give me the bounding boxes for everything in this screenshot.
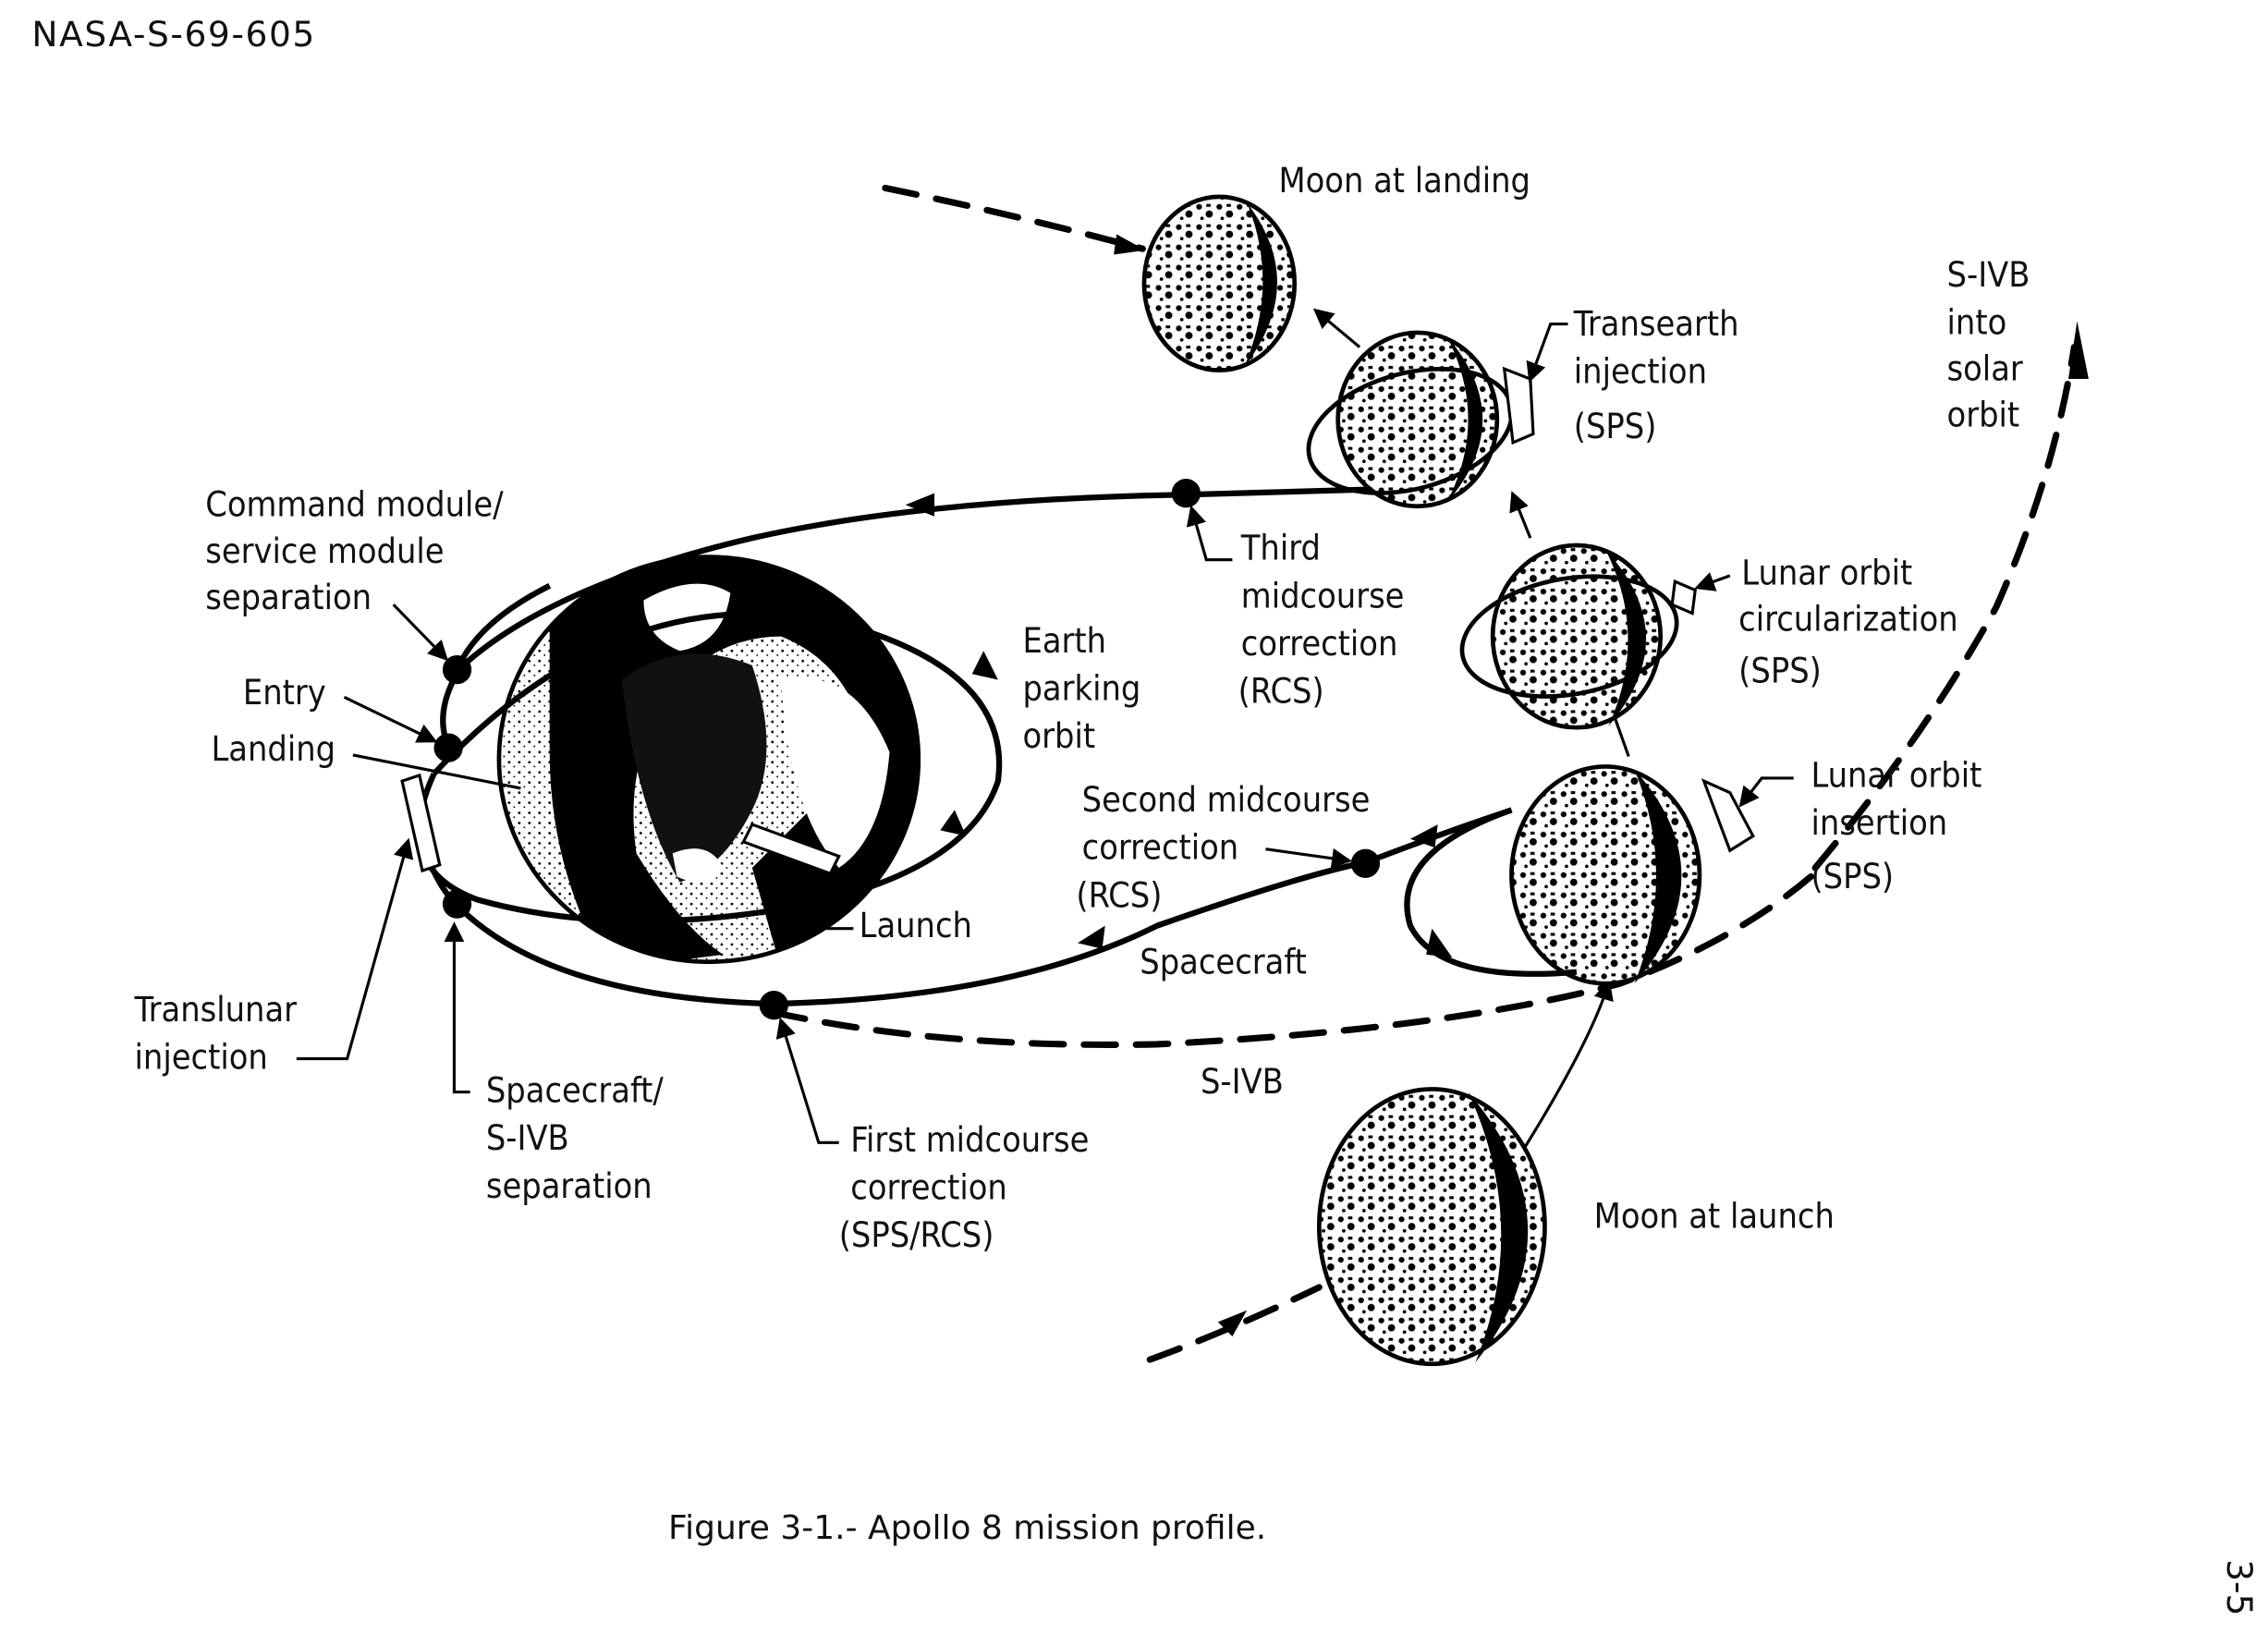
- leader-translunar-injection: [296, 837, 414, 1061]
- moon-track-path: [1517, 980, 1614, 1158]
- document-id: NASA-S-69-605: [31, 14, 315, 55]
- label-spacecraft-sivb-separation: Spacecraft/ S-IVB separation: [486, 1070, 665, 1206]
- label-sivb-path: S-IVB: [1201, 1061, 1284, 1102]
- svg-text:service module: service module: [205, 530, 444, 571]
- svg-text:correction: correction: [1241, 623, 1398, 664]
- svg-text:Transearth: Transearth: [1573, 303, 1739, 344]
- svg-text:midcourse: midcourse: [1241, 575, 1405, 616]
- spacecraft-direction-arrow-icon: [1409, 824, 1438, 848]
- return-direction-arrow-icon: [905, 493, 935, 517]
- moon-path-arrow-icon: [1217, 1310, 1248, 1337]
- label-moon-at-landing: Moon at landing: [1279, 160, 1530, 201]
- svg-text:First midcourse: First midcourse: [850, 1119, 1089, 1160]
- leader-lunar-orbit-circularization: [1694, 572, 1731, 591]
- sivb-solar-orbit-path: [1811, 344, 2078, 872]
- parking-orbit-arrow-icon: [971, 651, 998, 680]
- svg-text:(SPS): (SPS): [1811, 856, 1894, 896]
- svg-text:(SPS): (SPS): [1738, 651, 1822, 691]
- page-number: 3-5: [2219, 1559, 2260, 1616]
- svg-text:separation: separation: [205, 577, 372, 617]
- svg-text:orbit: orbit: [1022, 715, 1095, 756]
- svg-text:(SPS/RCS): (SPS/RCS): [839, 1214, 994, 1255]
- label-lunar-orbit-circularization: Lunar orbit circularization (SPS): [1738, 552, 1957, 690]
- label-sivb-solar-orbit: S-IVB into solar orbit: [1947, 254, 2030, 435]
- leader-entry: [343, 695, 438, 743]
- svg-text:(RCS): (RCS): [1238, 671, 1324, 712]
- label-moon-at-launch: Moon at launch: [1594, 1196, 1835, 1237]
- earth-parking-orbit-path: [416, 610, 1003, 924]
- leader-first-midcourse: [775, 1017, 839, 1144]
- leader-lunar-orbit-insertion: [1738, 776, 1794, 808]
- third-midcourse-point: [1171, 479, 1201, 508]
- svg-text:Command module/: Command module/: [205, 484, 504, 525]
- svg-text:injection: injection: [1574, 351, 1707, 392]
- svg-text:orbit: orbit: [1947, 395, 2020, 435]
- svg-text:injection: injection: [135, 1037, 268, 1078]
- label-first-midcourse: First midcourse correction (SPS/RCS): [839, 1119, 1090, 1255]
- svg-text:solar: solar: [1947, 348, 2023, 389]
- moon-transearth-injection: [1306, 330, 1535, 509]
- second-midcourse-point: [1350, 848, 1381, 878]
- spacecraft-direction-arrow-icon: [1077, 925, 1105, 949]
- first-midcourse-point: [759, 991, 788, 1020]
- moon-track-path: [1613, 715, 1630, 758]
- leader-cm-sm-separation: [392, 604, 449, 662]
- svg-text:(SPS): (SPS): [1574, 406, 1657, 446]
- svg-text:Spacecraft/: Spacecraft/: [486, 1070, 665, 1111]
- svg-text:correction: correction: [850, 1166, 1007, 1207]
- label-transearth-injection: Transearth injection (SPS): [1573, 303, 1739, 446]
- label-lunar-orbit-insertion: Lunar orbit insertion (SPS): [1811, 754, 1981, 896]
- moon-path-arrow-icon: [1114, 234, 1146, 255]
- entry-point: [433, 733, 463, 762]
- label-translunar-injection: Translunar injection: [134, 989, 298, 1078]
- svg-text:parking: parking: [1022, 667, 1140, 708]
- launch-vehicle-icon: [741, 823, 841, 876]
- moon-at-launch: [1316, 1087, 1547, 1367]
- label-launch: Launch: [860, 905, 972, 945]
- parking-orbit-arrow-icon: [940, 810, 967, 836]
- svg-text:(RCS): (RCS): [1076, 874, 1162, 915]
- moon-track-path: [1312, 308, 1361, 348]
- leader-second-midcourse: [1265, 847, 1352, 869]
- moon-lunar-orbit-circularization: [1459, 543, 1697, 730]
- spacecraft-tli-icon: [400, 773, 442, 873]
- label-earth-parking-orbit: Earth parking orbit: [1022, 620, 1140, 756]
- label-second-midcourse: Second midcourse correction (RCS): [1076, 779, 1370, 915]
- figure-caption: Figure 3-1.- Apollo 8 mission profile.: [668, 1509, 1266, 1547]
- spacecraft-sivb-separation-point: [442, 889, 472, 919]
- svg-text:insertion: insertion: [1811, 802, 1947, 843]
- label-entry: Entry: [243, 672, 326, 713]
- sivb-trajectory-path: [770, 872, 1814, 1048]
- svg-text:S-IVB: S-IVB: [486, 1117, 569, 1158]
- sivb-solar-orbit-arrow-icon: [2068, 321, 2089, 380]
- moon-track-path: [1509, 491, 1532, 539]
- svg-text:Lunar orbit: Lunar orbit: [1811, 754, 1981, 795]
- label-landing: Landing: [211, 728, 335, 769]
- leader-transearth-injection: [1526, 323, 1568, 384]
- leader-third-midcourse: [1186, 505, 1233, 562]
- svg-text:into: into: [1947, 302, 2007, 343]
- label-cm-sm-separation: Command module/ service module separatio…: [205, 484, 504, 617]
- svg-text:S-IVB: S-IVB: [1947, 254, 2030, 295]
- moon-orbit-path-bottom: [1146, 1284, 1323, 1363]
- cm-sm-separation-point: [442, 654, 472, 685]
- label-spacecraft-path: Spacecraft: [1140, 941, 1307, 982]
- leader-landing: [352, 753, 521, 790]
- label-third-midcourse: Third midcourse correction (RCS): [1238, 528, 1405, 712]
- leader-launch: [765, 852, 854, 931]
- moon-lunar-orbit-insertion: [1404, 764, 1755, 986]
- moon-orbit-path-top: [882, 184, 1146, 252]
- moon-at-landing: [1141, 194, 1298, 372]
- svg-text:correction: correction: [1082, 827, 1239, 868]
- svg-text:Earth: Earth: [1022, 620, 1106, 661]
- svg-text:Third: Third: [1240, 528, 1321, 568]
- svg-text:Translunar: Translunar: [134, 989, 298, 1030]
- leader-spacecraft-sivb-separation: [444, 921, 470, 1094]
- svg-text:Lunar orbit: Lunar orbit: [1741, 552, 1912, 592]
- svg-text:circularization: circularization: [1738, 598, 1957, 639]
- svg-text:separation: separation: [486, 1165, 652, 1206]
- svg-text:Second midcourse: Second midcourse: [1082, 779, 1371, 820]
